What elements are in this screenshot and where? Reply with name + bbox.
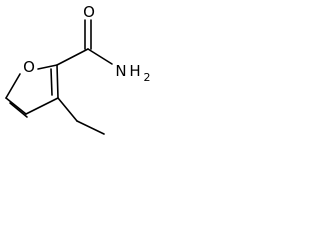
bond-carbonyl-n (87, 48, 113, 65)
bond-c5-c4 (5, 97, 27, 115)
bond-c5-c4-inner (9, 102, 28, 118)
bond-c2-carbonyl (56, 48, 89, 66)
bond-c3-c2 (56, 64, 59, 99)
amide-nitrogen-label: N (115, 62, 126, 80)
bond-c3-c2-inner (50, 68, 53, 96)
ring-oxygen-label: O (23, 58, 35, 76)
bond-c3-methyl (57, 97, 78, 122)
carbonyl-oxygen-label: O (83, 3, 95, 21)
bond-c2-o1 (37, 64, 58, 70)
bond-methyl-end (76, 120, 105, 135)
amide-hydrogen-label: H (129, 62, 140, 80)
molecule-structure: O O N H 2 (5, 3, 151, 135)
amide-hydrogen-count: 2 (144, 71, 151, 84)
bond-c4-c3 (25, 97, 59, 115)
bond-o1-c5 (5, 73, 21, 99)
